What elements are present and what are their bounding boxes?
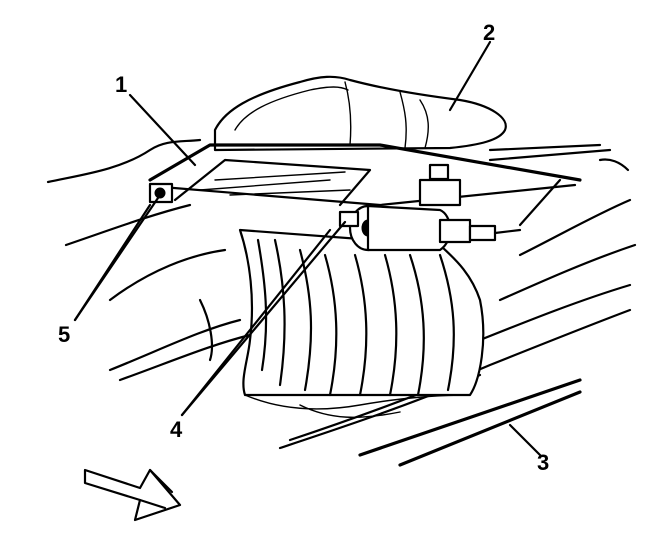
vehicle-body-outline	[46, 138, 637, 467]
bracket-fastener-nut	[148, 182, 174, 204]
callout-3: 3	[537, 450, 549, 475]
canister-housing	[213, 75, 507, 152]
callout-1: 1	[115, 72, 127, 97]
callout-2: 2	[483, 20, 495, 45]
callout-4: 4	[170, 417, 183, 442]
heat-shield-fins	[238, 228, 485, 418]
vent-solenoid-valve	[348, 163, 522, 252]
forward-direction-arrow-icon	[83, 468, 182, 522]
mounting-bracket	[148, 143, 612, 227]
callout-5: 5	[58, 322, 70, 347]
leader-lines	[73, 40, 542, 457]
